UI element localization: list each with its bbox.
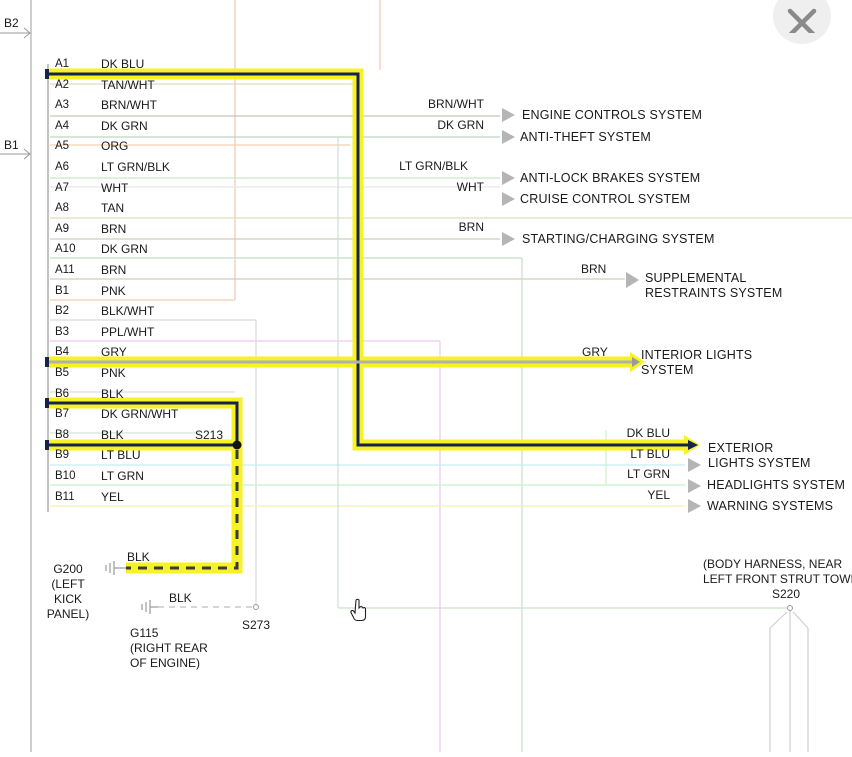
pin-id: A7 xyxy=(55,181,70,194)
destination-arrows xyxy=(502,108,701,513)
pin-wire-color: YEL xyxy=(101,489,124,504)
dest-wire-label: DK BLU xyxy=(626,426,670,440)
pin-id: B4 xyxy=(55,346,70,359)
dest-wire-label: LT GRN/BLK xyxy=(399,159,468,173)
dest-wire-label: LT GRN xyxy=(627,467,670,481)
page-ref-b2[interactable]: B2 xyxy=(4,16,19,30)
pin-wire-color: PPL/WHT xyxy=(101,324,155,339)
dest-wire-label: LT BLU xyxy=(630,447,670,461)
s220-location-label: (BODY HARNESS, NEAR LEFT FRONT STRUT TOW… xyxy=(703,557,852,586)
pin-id: A9 xyxy=(55,222,70,235)
g200-wire-label: BLK xyxy=(127,550,150,564)
dest-wire-label: DK GRN xyxy=(437,118,484,132)
g115-wire-label: BLK xyxy=(169,591,192,605)
g200-ground-icon xyxy=(105,561,126,575)
cruise-control-system-link[interactable]: CRUISE CONTROL SYSTEM xyxy=(520,192,691,206)
pin-wire-color: DK GRN/WHT xyxy=(101,407,179,422)
pin-wire-color: LT GRN xyxy=(101,469,144,483)
pin-id: B8 xyxy=(55,428,70,441)
pin-id: B6 xyxy=(55,387,70,400)
pin-id: A3 xyxy=(55,99,70,112)
close-button[interactable] xyxy=(773,0,831,44)
pin-id: A4 xyxy=(55,119,70,132)
active-wires xyxy=(48,72,690,447)
ground-g200-wire xyxy=(126,450,239,570)
highlighted-circuits xyxy=(48,68,690,574)
exterior-lights-system-link[interactable]: EXTERIOR LIGHTS SYSTEM xyxy=(708,441,811,470)
dest-wire-label: GRY xyxy=(582,345,608,359)
s220-splice-dot xyxy=(787,605,793,611)
page-ref-b2-arrow[interactable] xyxy=(0,27,31,39)
s213-label[interactable]: S213 xyxy=(195,428,224,442)
s273-splice-dot xyxy=(253,604,259,610)
pin-id: A8 xyxy=(55,202,70,215)
interior-lights-system-link[interactable]: INTERIOR LIGHTS SYSTEM xyxy=(641,348,753,377)
hand-pointer-icon xyxy=(350,598,367,622)
pin-id: B9 xyxy=(55,449,70,462)
g115-label[interactable]: G115 (RIGHT REAR OF ENGINE) xyxy=(130,626,208,670)
warning-systems-link[interactable]: WARNING SYSTEMS xyxy=(707,499,834,513)
s273-label[interactable]: S273 xyxy=(242,618,271,632)
pin-wire-color: ORG xyxy=(101,139,129,154)
pin-wire-color: TAN xyxy=(101,201,125,216)
pin-wire-color: WHT xyxy=(101,180,129,195)
pin-wire-color: PNK xyxy=(101,283,126,298)
close-icon xyxy=(787,8,817,33)
dest-wire-label: BRN xyxy=(581,262,607,276)
g115-ground-icon xyxy=(141,600,158,614)
pin-id: B10 xyxy=(55,470,76,482)
pin-wire-color: LT GRN/BLK xyxy=(101,160,170,174)
pin-wire-color: BRN xyxy=(101,221,127,236)
pin-wire-color: LT BLU xyxy=(101,448,141,463)
pin-wire-color: PNK xyxy=(101,366,126,380)
engine-controls-system-link[interactable]: ENGINE CONTROLS SYSTEM xyxy=(522,108,703,122)
pin-wire-color: DK GRN xyxy=(101,242,148,257)
pin-id: A1 xyxy=(55,58,70,70)
pin-id: B5 xyxy=(55,367,70,379)
pin-wire-color: BLK/WHT xyxy=(101,304,155,319)
starting-charging-system-link[interactable]: STARTING/CHARGING SYSTEM xyxy=(522,232,715,246)
dest-wire-label: BRN/WHT xyxy=(428,97,484,111)
pin-id: B11 xyxy=(55,490,75,503)
g200-label[interactable]: G200 (LEFT KICK PANEL) xyxy=(46,562,90,621)
pin-id: B3 xyxy=(55,325,70,338)
supplemental-restraints-system-link[interactable]: SUPPLEMENTAL RESTRAINTS SYSTEM xyxy=(645,271,783,300)
pin-id: A11 xyxy=(55,264,75,276)
pin-id: B7 xyxy=(55,408,70,421)
pin-wire-color: DK GRN xyxy=(101,118,148,133)
pin-wire-color: BLK xyxy=(101,427,124,442)
pin-id: A10 xyxy=(55,243,76,256)
pin-wire-color: BLK xyxy=(101,386,124,401)
dest-wire-label: BRN xyxy=(458,220,484,234)
pin-id: A5 xyxy=(55,140,70,153)
page-ref-b1-arrow[interactable] xyxy=(0,148,31,160)
inactive-wires xyxy=(50,0,852,752)
s220-label[interactable]: S220 xyxy=(772,587,801,601)
pin-id: A6 xyxy=(55,161,70,173)
pin-wire-color: GRY xyxy=(101,345,127,360)
pin-wire-color: DK BLU xyxy=(101,57,145,71)
pin-id: A2 xyxy=(55,78,70,91)
headlights-system-link[interactable]: HEADLIGHTS SYSTEM xyxy=(707,478,846,492)
dest-wire-label: WHT xyxy=(456,180,484,194)
dest-wire-label: YEL xyxy=(647,488,670,502)
pin-id: B2 xyxy=(55,305,70,318)
pin-id: B1 xyxy=(55,284,70,297)
pin-wire-color: BRN xyxy=(101,263,127,277)
anti-lock-brakes-system-link[interactable]: ANTI-LOCK BRAKES SYSTEM xyxy=(520,171,701,185)
pin-wire-color: BRN/WHT xyxy=(101,98,157,113)
page-ref-b1[interactable]: B1 xyxy=(4,138,19,152)
s213-splice-dot[interactable] xyxy=(232,440,242,450)
anti-theft-system-link[interactable]: ANTI-THEFT SYSTEM xyxy=(520,130,651,144)
pin-wire-color: TAN/WHT xyxy=(101,77,155,92)
